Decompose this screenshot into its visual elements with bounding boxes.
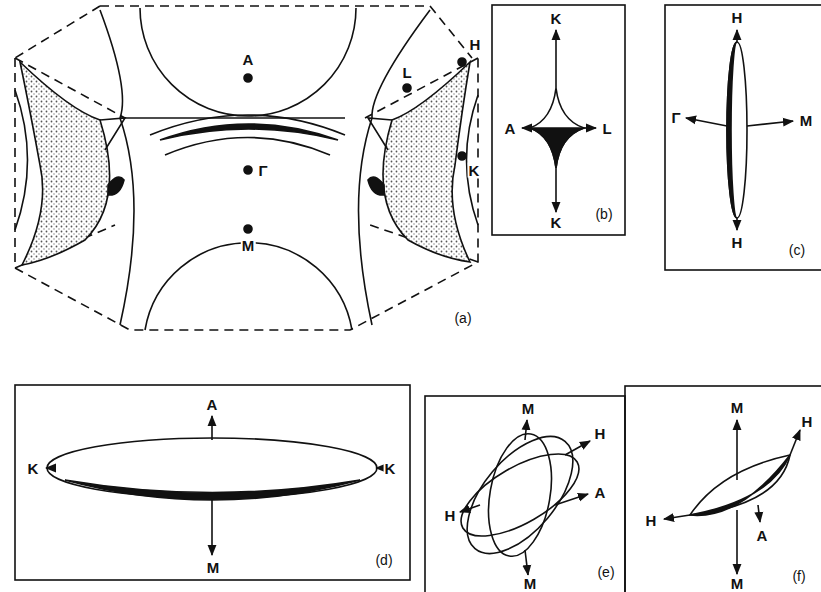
- point-label: M: [730, 400, 745, 415]
- point-label: K: [384, 461, 397, 476]
- point-label: Γ: [670, 110, 681, 125]
- point-label: K: [27, 461, 40, 476]
- point-label: A: [206, 397, 219, 412]
- point-label: Γ: [257, 163, 268, 178]
- point-label: K: [468, 163, 481, 178]
- point-label: H: [469, 37, 482, 52]
- point-label: A: [242, 52, 255, 67]
- point-label: M: [523, 575, 538, 590]
- point-label: A: [504, 121, 517, 136]
- panel-label: (c): [788, 243, 806, 257]
- point-label: K: [550, 11, 563, 26]
- panel-label: (f): [791, 569, 806, 583]
- point-label: H: [594, 426, 607, 441]
- point-label: A: [594, 485, 607, 500]
- panel-label: (d): [374, 553, 393, 567]
- point-label: L: [401, 65, 412, 80]
- point-label: H: [801, 414, 814, 429]
- point-label: M: [206, 560, 221, 575]
- point-label: H: [645, 513, 658, 528]
- panel-label: (b): [594, 207, 613, 221]
- point-label: M: [799, 113, 814, 128]
- point-label: M: [241, 238, 256, 253]
- point-label: A: [756, 528, 769, 543]
- point-label: H: [731, 10, 744, 25]
- panel-label: (e): [596, 565, 615, 579]
- point-label: M: [521, 401, 536, 416]
- point-label: H: [444, 508, 457, 523]
- point-label: L: [601, 121, 612, 136]
- point-label: K: [550, 215, 563, 230]
- point-label: M: [730, 575, 745, 590]
- panel-label: (a): [453, 311, 472, 325]
- point-label: H: [731, 235, 744, 250]
